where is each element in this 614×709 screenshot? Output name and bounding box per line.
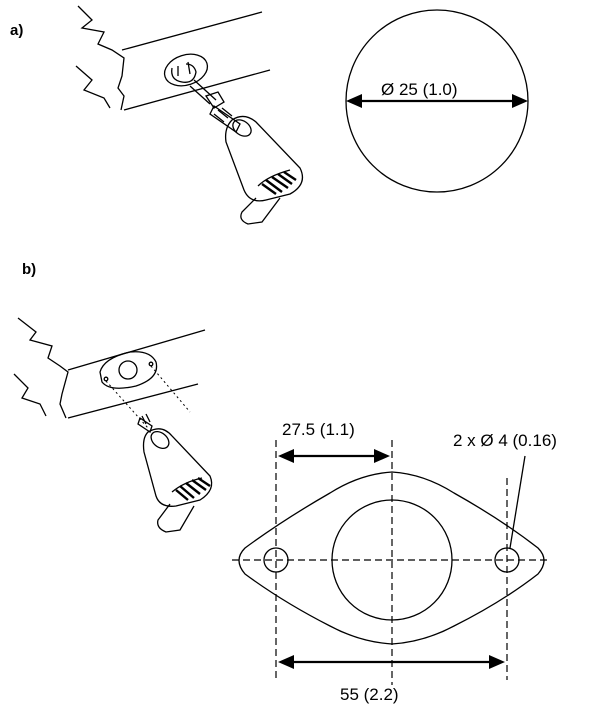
drill-icon [137,413,213,533]
step-b-label: b) [22,261,37,278]
half-spacing-label: 27.5 (1.1) [282,420,355,439]
hole-saw-icon [163,53,225,109]
dimension-line-full [278,655,505,669]
hole-spacing-label: 55 (2.2) [340,685,399,704]
gasket-icon [99,351,191,429]
center-lines [232,440,548,685]
leader-line [509,455,526,549]
dimension-line-half [278,449,390,463]
mounting-holes-label: 2 x Ø 4 (0.16) [453,431,557,450]
panel-icon [13,317,206,419]
step-a-illustration [75,5,304,225]
drill-icon [209,105,304,225]
step-a-label: a) [10,22,24,39]
step-b-illustration [13,317,213,533]
hole-diameter-label: Ø 25 (1.0) [381,80,458,99]
dimension-line-a [346,94,528,108]
panel-icon [75,5,271,111]
